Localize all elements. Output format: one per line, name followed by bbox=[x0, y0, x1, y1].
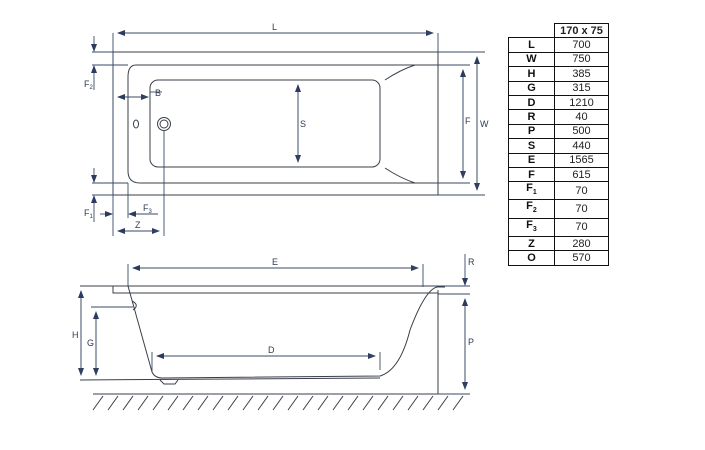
floor-hatch bbox=[92, 395, 464, 411]
label-G: G bbox=[87, 338, 94, 348]
dimension-key: L bbox=[508, 37, 555, 53]
dimension-key: H bbox=[508, 66, 555, 82]
dimension-value: 500 bbox=[554, 123, 609, 140]
label-L: L bbox=[272, 22, 277, 32]
dimension-key: O bbox=[508, 250, 555, 266]
dimension-value: 70 bbox=[554, 181, 609, 201]
dimension-key: G bbox=[508, 80, 555, 96]
label-P: P bbox=[468, 337, 474, 347]
dimension-value: 1565 bbox=[554, 152, 609, 168]
dimension-value: 70 bbox=[554, 199, 609, 219]
dimension-key: F bbox=[508, 166, 555, 183]
dimension-value: 750 bbox=[554, 51, 609, 68]
label-F3: F3 bbox=[143, 203, 153, 215]
overflow-icon bbox=[133, 119, 139, 129]
dimension-key: F2 bbox=[508, 199, 555, 219]
dimension-key: P bbox=[508, 123, 555, 140]
dimension-key: F3 bbox=[508, 217, 555, 237]
dimension-value: 570 bbox=[554, 250, 609, 266]
tub-inner-basin bbox=[127, 64, 438, 184]
label-E: E bbox=[272, 257, 278, 267]
dimension-key: Z bbox=[508, 235, 555, 252]
dimension-value: 1210 bbox=[554, 94, 609, 111]
dimension-value: 40 bbox=[554, 109, 609, 125]
tub-outer-rim bbox=[112, 51, 439, 196]
dimension-value: 280 bbox=[554, 235, 609, 252]
tub-floor bbox=[149, 79, 381, 168]
dimension-key: R bbox=[508, 109, 555, 125]
dimension-value: 440 bbox=[554, 138, 609, 154]
dimension-value: 315 bbox=[554, 80, 609, 96]
dimension-key: F1 bbox=[508, 181, 555, 201]
label-B: B bbox=[155, 88, 161, 98]
dimension-key: S bbox=[508, 138, 555, 154]
label-H: H bbox=[72, 330, 79, 340]
table-corner bbox=[509, 24, 555, 38]
dimension-value: 70 bbox=[554, 217, 609, 237]
label-F1: F1 bbox=[84, 208, 94, 220]
label-Z: Z bbox=[135, 220, 141, 230]
drain-icon bbox=[157, 117, 171, 131]
dimension-value: 700 bbox=[554, 37, 609, 53]
dimension-key: E bbox=[508, 152, 555, 168]
dimension-key: D bbox=[508, 94, 555, 111]
dimension-value: 615 bbox=[554, 166, 609, 183]
label-F: F bbox=[465, 116, 471, 126]
side-view: E D H G R P bbox=[72, 254, 475, 411]
top-view: L W F S B F2 F1 bbox=[84, 22, 489, 236]
label-W: W bbox=[480, 119, 489, 129]
label-F2: F2 bbox=[84, 79, 94, 91]
label-R: R bbox=[468, 257, 475, 267]
dimension-value: 385 bbox=[554, 66, 609, 82]
model-header: 170 x 75 bbox=[554, 22, 609, 39]
label-S: S bbox=[300, 119, 306, 129]
dimension-key: W bbox=[508, 51, 555, 68]
label-D: D bbox=[268, 345, 275, 355]
